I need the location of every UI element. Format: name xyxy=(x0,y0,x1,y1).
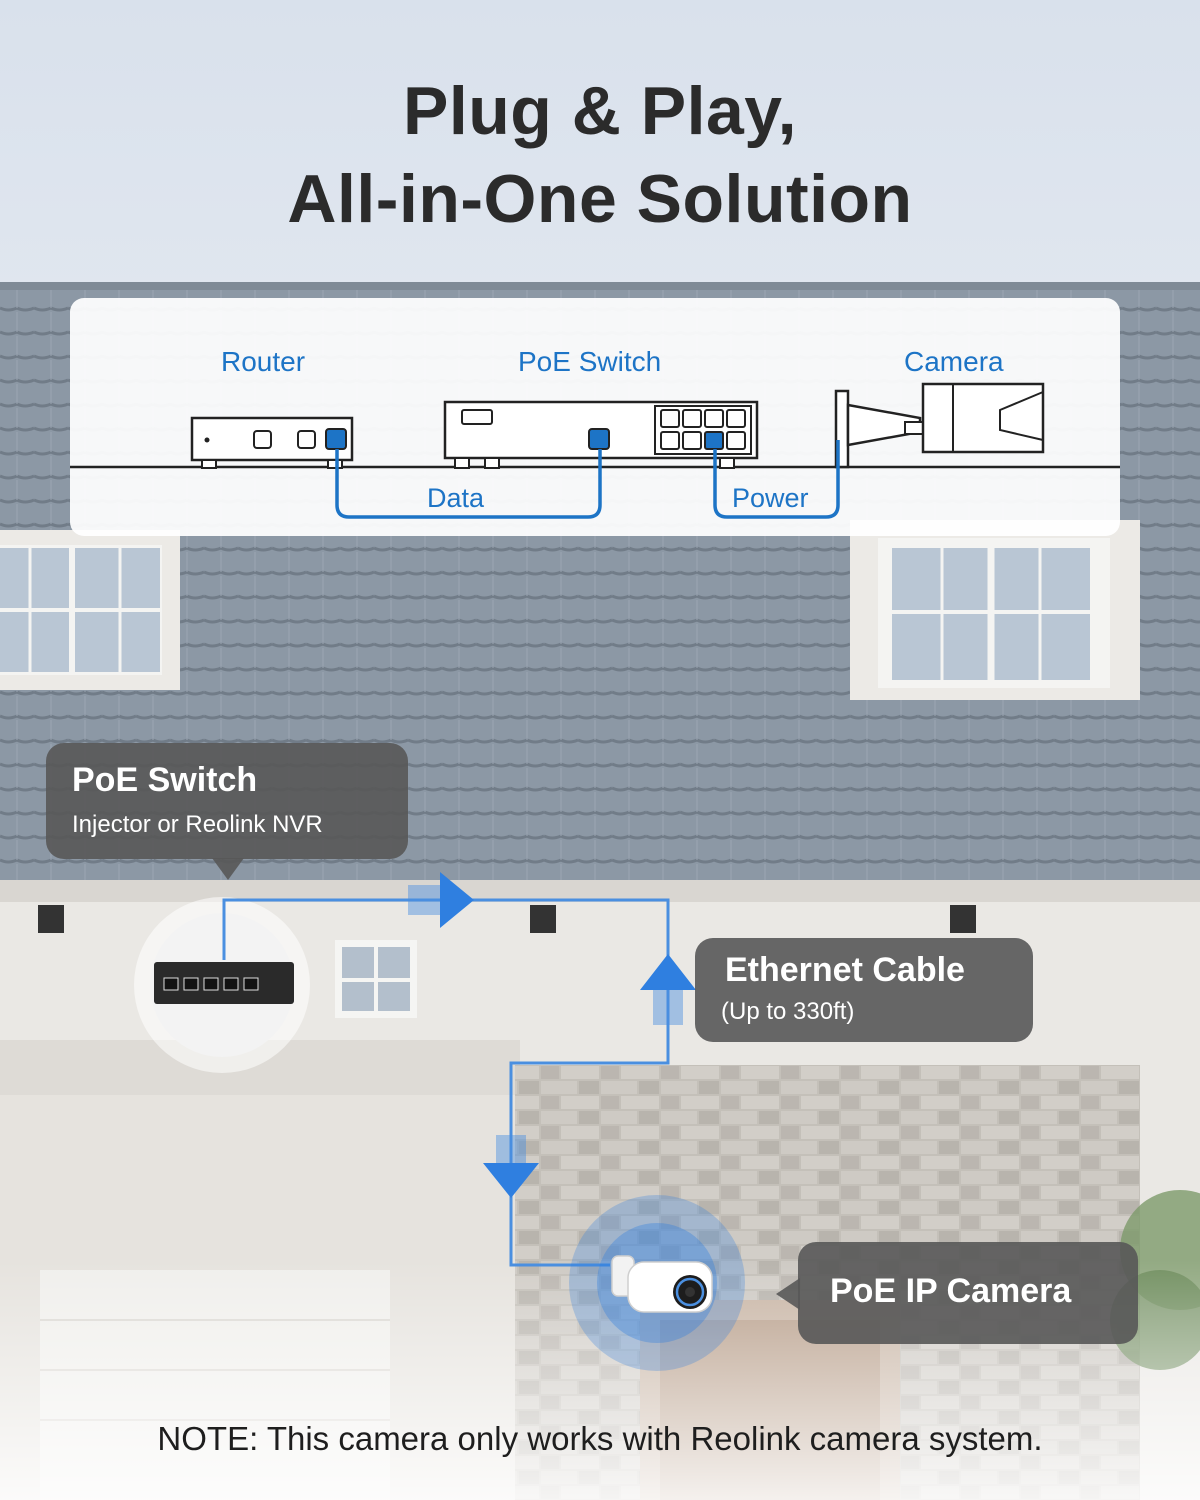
callout-pointer xyxy=(212,858,244,880)
arrow-up-icon xyxy=(640,954,696,1025)
switch-icon xyxy=(443,400,759,469)
ip-camera-icon xyxy=(611,1255,713,1313)
ip-camera-callout-title: PoE IP Camera xyxy=(830,1272,1072,1310)
ethernet-callout-title: Ethernet Cable xyxy=(725,951,965,989)
switch-device-icon xyxy=(154,962,294,1004)
callout-pointer-camera xyxy=(776,1278,800,1310)
headline-line-1: Plug & Play, xyxy=(403,73,797,149)
arrow-right-icon xyxy=(408,872,474,928)
router-label: Router xyxy=(221,346,306,377)
router-icon xyxy=(190,416,354,469)
compatibility-note: NOTE: This camera only works with Reolin… xyxy=(157,1420,1043,1457)
poe-switch-callout-title: PoE Switch xyxy=(72,761,258,799)
poe-switch-callout-subtitle: Injector or Reolink NVR xyxy=(72,811,323,838)
data-label: Data xyxy=(427,483,485,513)
ip-camera-callout: PoE IP Camera xyxy=(798,1242,1138,1344)
headline-line-2: All-in-One Solution xyxy=(287,161,913,237)
poe-switch-callout: PoE Switch Injector or Reolink NVR xyxy=(46,743,408,859)
camera-label: Camera xyxy=(904,346,1004,377)
poe-switch-label: PoE Switch xyxy=(518,346,662,377)
bullet-camera-icon xyxy=(834,382,1045,469)
ethernet-cable-callout: Ethernet Cable (Up to 330ft) xyxy=(695,938,1033,1042)
ethernet-callout-subtitle: (Up to 330ft) xyxy=(721,998,855,1025)
power-label: Power xyxy=(732,483,809,513)
arrow-down-icon xyxy=(483,1135,539,1198)
